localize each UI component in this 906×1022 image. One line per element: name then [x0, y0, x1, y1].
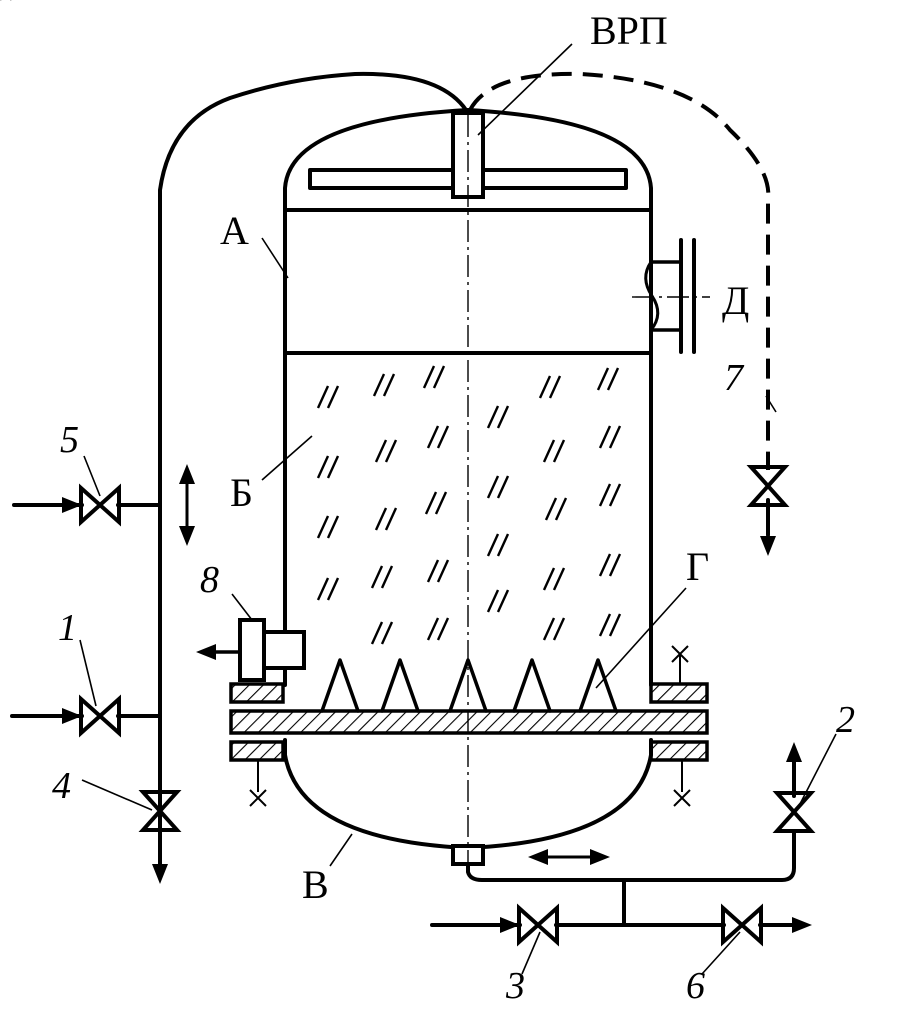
valve-label-3: 3	[505, 965, 525, 1007]
flange-upper-left	[229, 682, 285, 704]
label-b: Б	[230, 470, 253, 515]
distribution-plate	[229, 709, 709, 735]
valve-label-1: 1	[58, 607, 77, 649]
valve-label-6: 6	[686, 965, 705, 1007]
leader-lines	[79, 43, 837, 975]
double-arrow-vertical	[179, 464, 195, 546]
valve-label-2: 2	[836, 699, 855, 741]
valve-label-8: 8	[200, 559, 219, 601]
vessel	[283, 108, 653, 870]
double-arrow-horizontal	[528, 849, 610, 865]
arrow-7-out	[760, 536, 776, 556]
distributor-caps	[320, 658, 618, 713]
pipe-top-dashed	[468, 71, 771, 470]
valve-label-4: 4	[52, 765, 71, 807]
label-a: А	[220, 208, 249, 253]
filter-media	[0, 0, 622, 646]
valve-6[interactable]	[721, 906, 763, 944]
pipe-bottom	[466, 830, 796, 882]
sampler-8	[196, 593, 306, 682]
label-d: Д	[722, 278, 749, 323]
flange-lower-right	[649, 740, 709, 762]
valve-1[interactable]	[79, 697, 121, 735]
valve-5[interactable]	[79, 486, 121, 524]
side-nozzle-d	[632, 238, 710, 354]
flange-upper-right	[649, 682, 709, 704]
label-v: В	[302, 862, 329, 907]
valve-label-7: 7	[724, 357, 745, 399]
label-vrp: ВРП	[590, 8, 668, 53]
label-g: Г	[686, 544, 709, 589]
valve-label-5: 5	[60, 419, 79, 461]
flange-lower-left	[229, 740, 285, 762]
pipe-top-left	[158, 71, 468, 832]
valve-2[interactable]	[775, 791, 813, 833]
flange-assembly	[229, 645, 709, 807]
